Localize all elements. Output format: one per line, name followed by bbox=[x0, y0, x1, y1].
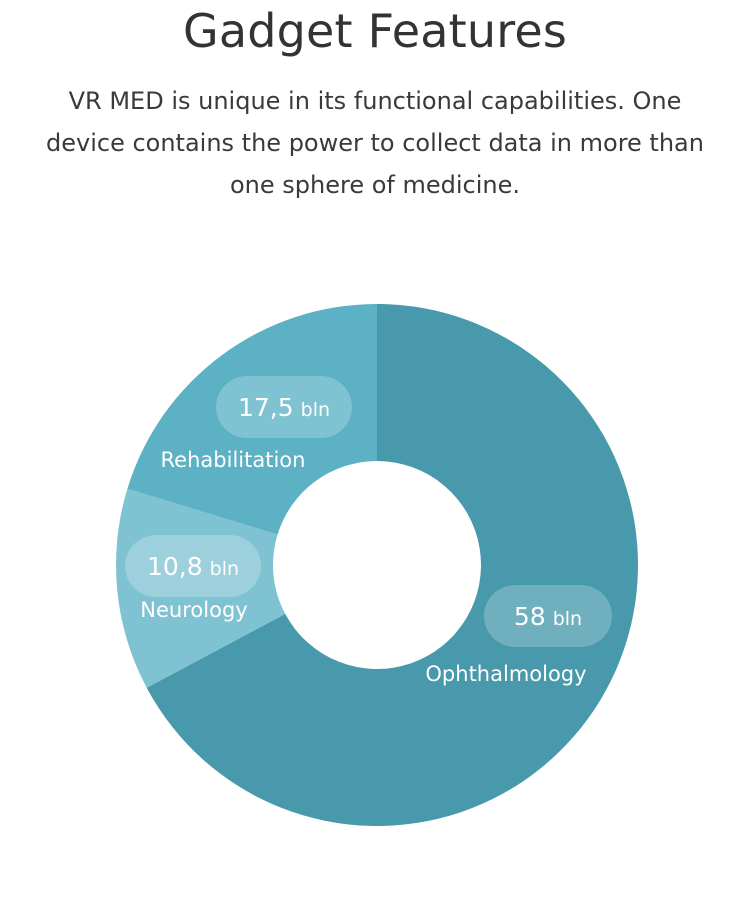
value-unit-ophthalmology: bln bbox=[553, 608, 582, 630]
slice-ophthalmology bbox=[146, 304, 638, 826]
value-number-neurology: 10,8 bbox=[147, 552, 203, 581]
category-label-rehabilitation: Rehabilitation bbox=[161, 448, 306, 472]
value-label-neurology: 10,8 bln bbox=[147, 552, 239, 581]
value-number-rehabilitation: 17,5 bbox=[238, 393, 294, 422]
slice-neurology bbox=[115, 488, 286, 688]
value-badge-rehabilitation bbox=[216, 376, 352, 438]
category-label-neurology: Neurology bbox=[140, 598, 247, 622]
value-unit-rehabilitation: bln bbox=[301, 399, 330, 421]
slice-rehabilitation bbox=[127, 304, 377, 535]
value-badge-ophthalmology bbox=[484, 585, 612, 647]
page-title: Gadget Features bbox=[183, 4, 567, 58]
category-label-ophthalmology: Ophthalmology bbox=[425, 662, 586, 686]
page-description: VR MED is unique in its functional capab… bbox=[46, 87, 704, 199]
value-badge-neurology bbox=[125, 535, 261, 597]
value-label-rehabilitation: 17,5 bln bbox=[238, 393, 330, 422]
value-label-ophthalmology: 58 bln bbox=[514, 602, 582, 631]
value-unit-neurology: bln bbox=[210, 558, 239, 580]
value-number-ophthalmology: 58 bbox=[514, 602, 546, 631]
